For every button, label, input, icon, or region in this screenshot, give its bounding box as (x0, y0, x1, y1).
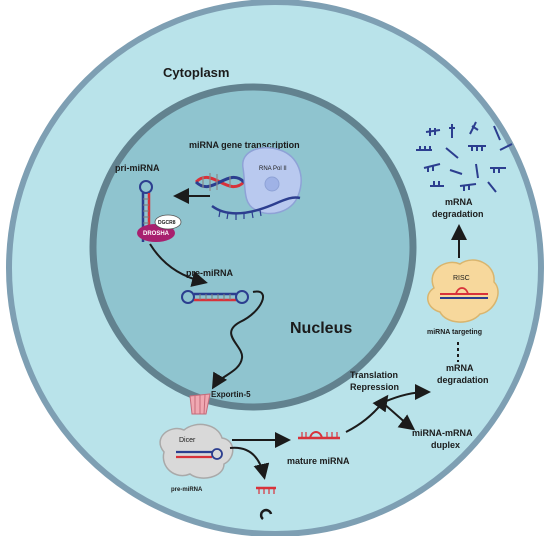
pre-mirna-nucleus-hairpin (181, 290, 249, 304)
risc-label: RISC (453, 275, 470, 282)
dicer-label: Dicer (179, 437, 196, 444)
translation-repression-label-line1: Translation (350, 370, 398, 380)
mirna-gene-transcription-label: miRNA gene transcription (189, 140, 300, 150)
drosha-complex-icon (137, 214, 182, 242)
pre-mirna-nucleus-label: pre-miRNA (186, 268, 234, 278)
drosha-label: DROSHA (143, 231, 170, 237)
mirna-mrna-duplex-label-line2: duplex (431, 440, 460, 450)
mature-to-branch-arrow (345, 394, 389, 433)
dicer-product-loop (259, 508, 273, 520)
translation-repression-label-line2: Repression (350, 382, 399, 392)
exportin-5-label: Exportin-5 (211, 390, 251, 399)
rna-polymerase-icon (242, 147, 302, 215)
pri-to-pre-arrow (149, 243, 208, 287)
cytoplasm-label: Cytoplasm (163, 65, 229, 80)
pre-to-export-arrow (211, 290, 264, 390)
mirna-targeting-label: miRNA targeting (427, 329, 482, 336)
risc-complex-icon (427, 259, 499, 323)
nucleus-region (89, 83, 417, 411)
mrna-degradation-upper-label-line2: degradation (432, 209, 484, 219)
dicer-product-duplex (256, 486, 276, 494)
rna-pol-ii-label: RNA Pol II (259, 166, 287, 172)
dgcr8-label: DGCR8 (158, 220, 176, 226)
nascent-transcript (211, 196, 301, 220)
branch-to-mrna-degradation-arrow (383, 384, 431, 403)
pri-mirna-label: pri-miRNA (115, 163, 160, 173)
mature-mirna-icon (298, 431, 340, 440)
dicer-cleavage-arrow (229, 446, 270, 480)
mrna-degradation-lower-label-line1: mRNA (446, 363, 474, 373)
mirna-mrna-duplex-label-line1: miRNA-mRNA (412, 428, 473, 438)
pre-mirna-cytoplasm-label: pre-miRNA (171, 487, 203, 493)
pre-mirna-cytoplasm-hairpin (176, 448, 223, 460)
exportin-5-icon (189, 393, 211, 415)
mrna-degradation-upper-label-line1: mRNA (445, 197, 473, 207)
mature-mirna-label: mature miRNA (287, 456, 350, 466)
mrna-degradation-lower-label-line2: degradation (437, 375, 489, 385)
branch-to-duplex-arrow (383, 403, 416, 431)
nucleus-label: Nucleus (290, 320, 352, 337)
mrna-fragments-icon (416, 121, 513, 193)
